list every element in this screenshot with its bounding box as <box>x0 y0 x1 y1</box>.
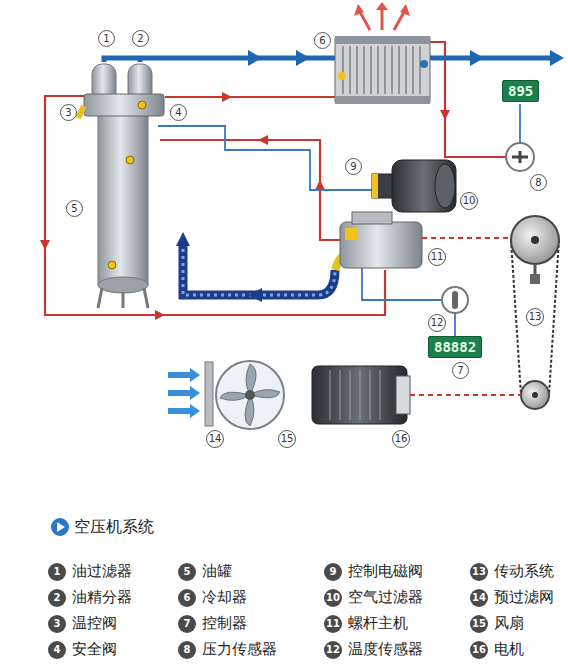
callout-number: 15 <box>278 430 296 448</box>
legend-number-badge: 13 <box>470 563 488 581</box>
legend-number: 3 <box>54 618 61 629</box>
legend-item: 5 油罐 <box>178 562 232 581</box>
legend-number-badge: 12 <box>324 641 342 659</box>
legend-item: 8 压力传感器 <box>178 640 277 659</box>
legend-text: 螺杆主机 <box>348 614 408 633</box>
callout-number: 10 <box>460 192 478 210</box>
legend-number: 5 <box>184 566 191 577</box>
callout-number: 14 <box>206 430 224 448</box>
legend-number: 16 <box>472 644 486 655</box>
callout-number: 7 <box>452 362 469 379</box>
callout-number: 8 <box>530 174 547 191</box>
legend-item: 14 预过滤网 <box>470 588 554 607</box>
legend-text: 压力传感器 <box>202 640 277 659</box>
legend-text: 油精分器 <box>72 588 132 607</box>
legend-item: 6 冷却器 <box>178 588 247 607</box>
legend-text: 控制器 <box>202 614 247 633</box>
legend-number: 15 <box>472 618 486 629</box>
lcd-display: 895 <box>502 80 539 102</box>
callout-number: 3 <box>60 104 77 121</box>
legend-text: 传动系统 <box>494 562 554 581</box>
display-value: 88882 <box>434 339 476 355</box>
legend-number: 2 <box>54 592 61 603</box>
legend-item: 1 油过滤器 <box>48 562 132 581</box>
legend-number-badge: 14 <box>470 589 488 607</box>
lcd-display: 88882 <box>428 336 482 358</box>
legend-text: 油过滤器 <box>72 562 132 581</box>
legend-text: 控制电磁阀 <box>348 562 423 581</box>
legend-text: 风扇 <box>494 614 524 633</box>
legend-number-badge: 4 <box>48 641 66 659</box>
callout-number: 16 <box>392 430 410 448</box>
legend-number-badge: 3 <box>48 615 66 633</box>
legend-number: 8 <box>184 644 191 655</box>
legend-item: 4 安全阀 <box>48 640 117 659</box>
callout-number: 9 <box>345 158 362 175</box>
legend-item: 9 控制电磁阀 <box>324 562 423 581</box>
legend-number: 7 <box>184 618 191 629</box>
legend-number-badge: 7 <box>178 615 196 633</box>
legend-number-badge: 2 <box>48 589 66 607</box>
legend-number: 4 <box>54 644 61 655</box>
legend-item: 10 空气过滤器 <box>324 588 423 607</box>
display-value: 895 <box>508 83 533 99</box>
legend-number-badge: 6 <box>178 589 196 607</box>
callout-number: 6 <box>314 32 331 49</box>
legend-item: 12 温度传感器 <box>324 640 423 659</box>
legend-number-badge: 15 <box>470 615 488 633</box>
legend-number-badge: 1 <box>48 563 66 581</box>
legend-number: 9 <box>330 566 337 577</box>
callout-number: 4 <box>170 104 187 121</box>
legend-item: 15 风扇 <box>470 614 524 633</box>
legend-text: 油罐 <box>202 562 232 581</box>
legend-item: 7 控制器 <box>178 614 247 633</box>
legend-text: 安全阀 <box>72 640 117 659</box>
callout-number: 1 <box>98 30 115 47</box>
legend-number-badge: 10 <box>324 589 342 607</box>
legend-number: 12 <box>326 644 340 655</box>
legend-item: 16 电机 <box>470 640 524 659</box>
legend-number-badge: 9 <box>324 563 342 581</box>
legend-item: 11 螺杆主机 <box>324 614 408 633</box>
legend-text: 预过滤网 <box>494 588 554 607</box>
legend-number: 13 <box>472 566 486 577</box>
legend-number-badge: 8 <box>178 641 196 659</box>
callout-number: 2 <box>132 30 149 47</box>
legend-number-badge: 11 <box>324 615 342 633</box>
legend-text: 空气过滤器 <box>348 588 423 607</box>
legend-item: 3 温控阀 <box>48 614 117 633</box>
callout-number: 12 <box>428 314 446 332</box>
legend-number: 1 <box>54 566 61 577</box>
legend-number: 6 <box>184 592 191 603</box>
legend-number-badge: 5 <box>178 563 196 581</box>
legend-text: 冷却器 <box>202 588 247 607</box>
callout-number: 13 <box>526 308 544 326</box>
legend-text: 电机 <box>494 640 524 659</box>
legend-number-badge: 16 <box>470 641 488 659</box>
legend-item: 13 传动系统 <box>470 562 554 581</box>
legend-number: 14 <box>472 592 486 603</box>
legend-item: 2 油精分器 <box>48 588 132 607</box>
legend-number: 10 <box>326 592 340 603</box>
callout-number: 5 <box>66 200 83 217</box>
legend-text: 温度传感器 <box>348 640 423 659</box>
diagram-title: 空压机系统 <box>74 517 154 538</box>
legend-text: 温控阀 <box>72 614 117 633</box>
legend-number: 11 <box>326 618 340 629</box>
callout-number: 11 <box>428 248 446 266</box>
